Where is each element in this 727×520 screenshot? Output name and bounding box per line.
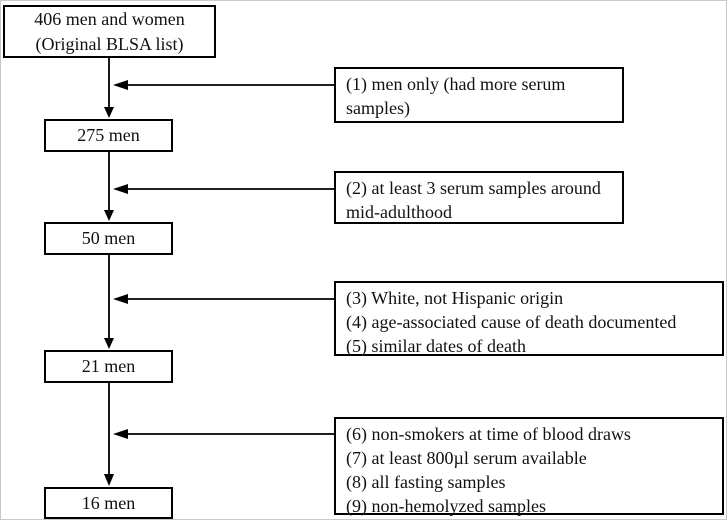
- arrow-left-1: [113, 80, 334, 90]
- arrow-left-4: [113, 429, 334, 439]
- criteria-box-3: (3) White, not Hispanic origin (4) age-a…: [334, 281, 724, 356]
- arrow-left-2: [113, 184, 334, 194]
- result-node-21-men: 21 men: [44, 350, 173, 383]
- result-node-50-men: 50 men: [44, 222, 173, 255]
- criteria-box-1: (1) men only (had more serum samples): [334, 67, 624, 123]
- criteria-box-2: (2) at least 3 serum samples around mid-…: [334, 171, 624, 224]
- arrow-down-2: [104, 152, 114, 221]
- result-node-275-men: 275 men: [44, 119, 173, 152]
- arrow-left-3: [113, 294, 334, 304]
- criteria-box-4: (6) non-smokers at time of blood draws (…: [334, 417, 724, 516]
- arrow-down-1: [104, 58, 114, 118]
- arrow-down-3: [104, 255, 114, 349]
- result-node-16-men: 16 men: [44, 487, 173, 519]
- start-node-original-list: 406 men and women (Original BLSA list): [3, 5, 216, 58]
- arrow-down-4: [104, 383, 114, 486]
